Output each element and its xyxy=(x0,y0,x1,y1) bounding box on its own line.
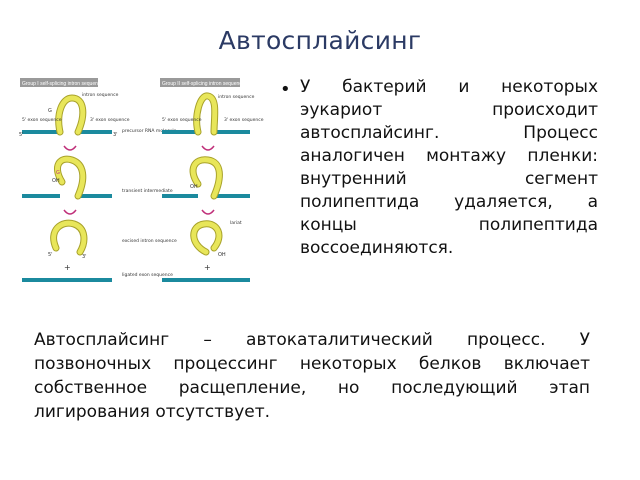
label-g: G xyxy=(56,170,60,176)
bullet-text: У бактерий и некоторых эукариот происход… xyxy=(300,77,598,258)
label-plus: + xyxy=(204,263,211,272)
label-5prime: 5' xyxy=(48,252,53,258)
row2-right: OH xyxy=(162,156,250,200)
arrow-1-right xyxy=(201,145,215,151)
exon-5-bar xyxy=(162,130,198,134)
label-exon3: 3' exon sequence xyxy=(90,117,130,123)
row2-left: OH G xyxy=(22,155,112,200)
intron-loop-fill xyxy=(51,220,87,255)
row3-left: 5' 3' + xyxy=(48,219,88,272)
label-oh: OH xyxy=(52,178,60,184)
label-oh: OH xyxy=(190,184,198,190)
self-splicing-svg: Group I self-splicing intron sequences G… xyxy=(19,78,264,282)
intron-loop-fill xyxy=(194,93,218,135)
label-intron: intron sequence xyxy=(82,92,119,98)
label-plus: + xyxy=(64,263,71,272)
bullet-dot: • xyxy=(280,79,291,100)
label-intron: intron sequence xyxy=(218,94,255,100)
panel-left-title: Group I self-splicing intron sequences xyxy=(22,81,106,87)
label-g: G xyxy=(48,108,52,114)
exon-3-bar xyxy=(78,130,112,134)
ligated-exon-left xyxy=(22,278,112,282)
intron-loop-fill xyxy=(56,95,86,135)
label-5prime: 5' xyxy=(19,132,24,138)
row1-right: 5' exon sequence 3' exon sequence intron… xyxy=(162,92,264,136)
exon-5-bar xyxy=(22,194,60,198)
exon-3-bar xyxy=(214,194,250,198)
row1-left: 5' exon sequence 3' exon sequence intron… xyxy=(19,92,130,138)
bottom-paragraph: Автосплайсинг – автокаталитический проце… xyxy=(34,330,590,422)
label-3prime: 3' xyxy=(113,132,118,138)
panel-right-title: Group II self-splicing intron sequences xyxy=(162,81,248,87)
label-3prime: 3' xyxy=(82,254,87,260)
label-excised: excised intron sequence xyxy=(122,238,177,244)
label-exon5: 5' exon sequence xyxy=(22,117,62,123)
arrow-1-left xyxy=(63,145,77,151)
slide-title: Автосплайсинг xyxy=(218,26,422,55)
panel-right-header xyxy=(160,78,240,87)
exon-5-bar xyxy=(162,194,198,198)
intron-loop-fill xyxy=(190,157,222,199)
label-exon3: 3' exon sequence xyxy=(224,117,264,123)
intron-loop-fill xyxy=(191,221,222,255)
exon-3-bar xyxy=(78,194,112,198)
row3-right: lariat OH + xyxy=(190,220,242,272)
label-ligated: ligated exon sequence xyxy=(122,272,173,278)
arrow-2-left xyxy=(63,209,77,215)
exon-3-bar xyxy=(214,130,250,134)
arrow-2-right xyxy=(201,209,215,215)
panel-left-header xyxy=(20,78,98,87)
label-precursor: precursor RNA molecule xyxy=(122,128,177,134)
label-lariat: lariat xyxy=(230,220,242,226)
ligated-exon-right xyxy=(162,278,250,282)
self-splicing-diagram: Group I self-splicing intron sequences G… xyxy=(18,74,268,286)
intron-loop-fill xyxy=(55,156,86,199)
label-transient: transient intermediate xyxy=(122,188,173,194)
exon-5-bar xyxy=(22,130,60,134)
label-oh: OH xyxy=(218,252,226,258)
label-exon5: 5' exon sequence xyxy=(162,117,202,123)
